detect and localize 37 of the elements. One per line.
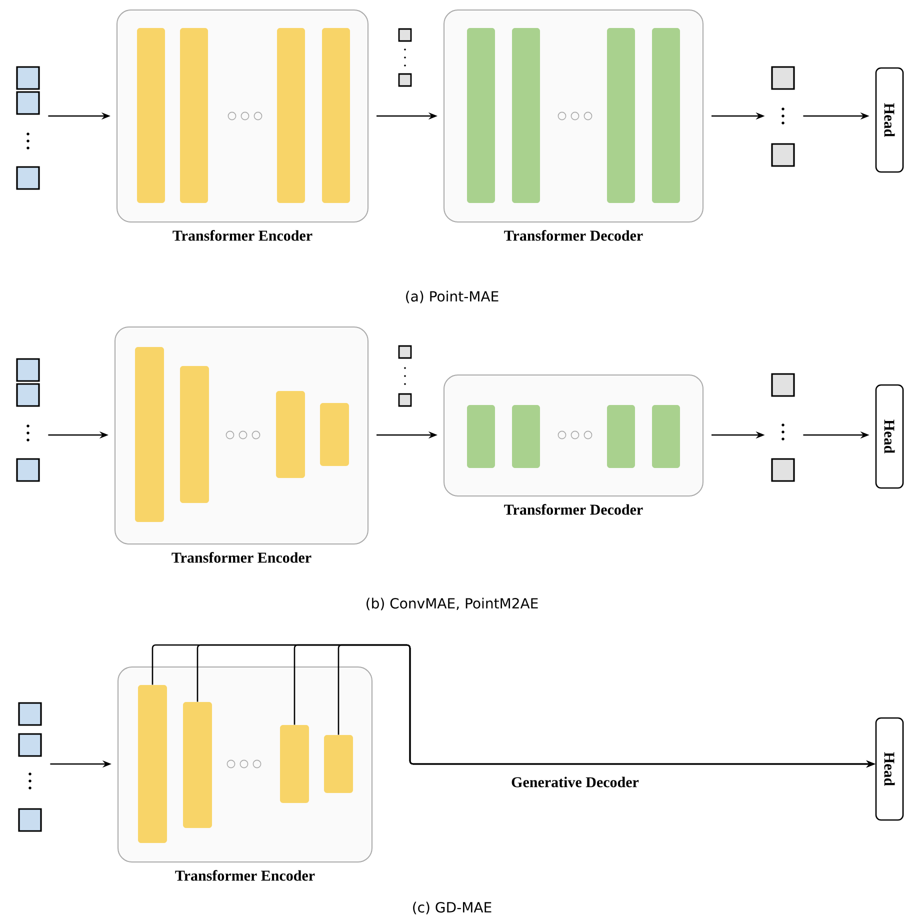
layer-bar [322,28,350,203]
layer-bar [512,405,540,468]
head-box: Head [875,717,904,821]
node-label: Transformer Encoder [172,552,312,563]
caption: (c) GD-MAE [413,902,492,914]
layer-bar [652,405,680,468]
layer-bar [137,28,165,203]
layer-bar [607,405,635,468]
caption: (a) Point-MAE [406,290,498,304]
layer-bar [512,28,540,203]
node-label: Transformer Encoder [172,230,312,241]
node-label: Transformer Encoder [175,870,315,881]
layer-bar [280,725,309,803]
token-stack [16,358,40,482]
layer-bar [607,28,635,203]
edge-label: Generative Decoder [512,776,639,788]
token-stack [771,66,795,167]
caption: (b) ConvMAE, PointM2AE [366,598,538,610]
layer-bar [180,366,209,503]
layer-bar [277,28,305,203]
token-stack [18,702,42,832]
layer-bar [135,347,164,522]
node-label: Transformer Decoder [504,230,643,241]
layer-bar [320,403,349,466]
node-label: Transformer Decoder [504,504,643,515]
token-stack [771,373,795,482]
head-box: Head [875,67,904,173]
layer-bar [276,391,305,478]
layer-bar [467,405,495,468]
layer-bar [324,735,353,793]
layer-bar [183,702,212,828]
layer-bar [138,685,167,843]
head-box: Head [875,384,904,489]
layer-bar [180,28,208,203]
layer-bar [467,28,495,203]
layer-bar [652,28,680,203]
token-stack [16,66,40,190]
